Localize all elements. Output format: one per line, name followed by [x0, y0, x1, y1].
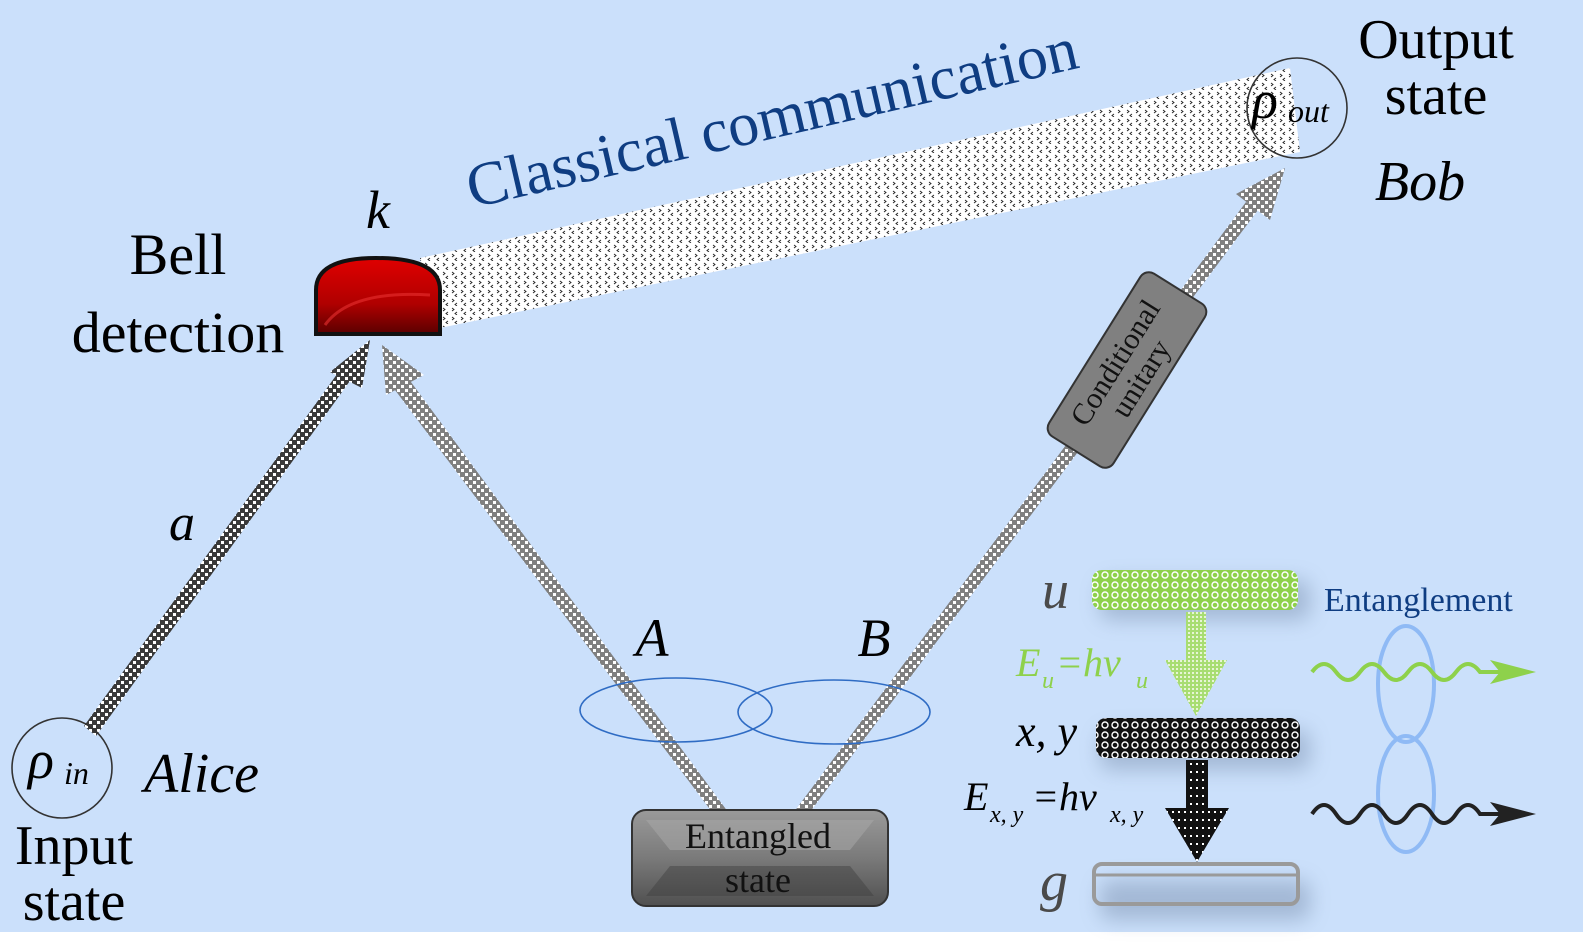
entanglement-label: Entanglement: [1324, 582, 1513, 619]
entangled-state-box: Entangled state: [631, 809, 889, 907]
level-xy-bar: [1096, 718, 1300, 758]
rho-out-symbol: ρ out: [1250, 70, 1330, 130]
exy-nu-sub: x, y: [1109, 802, 1144, 828]
arrow-a: [84, 340, 370, 736]
exy-E: E: [963, 774, 988, 819]
level-u-bar: [1092, 570, 1298, 610]
alice-label: Alice: [140, 743, 259, 805]
exy-formula: E x, y =hν x, y: [963, 774, 1144, 828]
input-label-line2: state: [23, 871, 126, 933]
rho-out-sub: out: [1288, 93, 1330, 129]
entangled-label-line2: state: [725, 860, 791, 900]
k-label: k: [366, 180, 391, 240]
a-label: a: [169, 495, 195, 552]
eu-nu-sub: u: [1136, 668, 1148, 694]
level-u-label: u: [1042, 560, 1069, 620]
entanglement-ring-A: [579, 677, 773, 743]
output-label-line1: Output: [1358, 9, 1514, 71]
energy-level-inset: u x, y g E u =hν u E x, y =hν x, y Entan…: [963, 560, 1536, 920]
classical-channel-band: [420, 68, 1300, 330]
rho-in-base: ρ: [26, 730, 54, 790]
background: [0, 0, 1583, 932]
bell-detector: [314, 255, 442, 336]
rho-in-sub: in: [64, 755, 89, 791]
B-label: B: [858, 608, 891, 668]
A-label: A: [633, 608, 670, 668]
output-label-line2: state: [1385, 65, 1488, 127]
eu-eq: =hν: [1056, 640, 1121, 685]
entangled-label-line1: Entangled: [685, 816, 831, 856]
bob-label: Bob: [1375, 151, 1465, 213]
black-transition-arrow: [1165, 760, 1229, 862]
rho-in-circle: [11, 717, 113, 819]
level-g-label: g: [1040, 851, 1068, 913]
level-g-bar: [1092, 862, 1300, 906]
rho-out-base: ρ: [1250, 70, 1278, 130]
exy-eq: =hν: [1032, 774, 1097, 819]
entanglement-ring-B: [737, 679, 931, 745]
level-xy-label: x, y: [1015, 707, 1078, 756]
green-photon-wave: [1310, 660, 1536, 684]
bell-label-line2: detection: [72, 300, 285, 365]
arrow-A: [382, 345, 728, 812]
input-label-line1: Input: [15, 815, 134, 877]
black-photon-wave: [1310, 802, 1536, 826]
bell-label-line1: Bell: [130, 222, 227, 287]
eu-E: E: [1015, 640, 1040, 685]
exy-sub: x, y: [989, 802, 1024, 828]
entanglement-rings: [1376, 624, 1436, 854]
green-transition-arrow: [1165, 612, 1227, 716]
rho-out-circle: [1246, 57, 1348, 159]
eu-formula: E u =hν u: [1015, 640, 1148, 694]
eu-sub: u: [1042, 668, 1054, 694]
rho-in-symbol: ρ in: [26, 730, 89, 791]
